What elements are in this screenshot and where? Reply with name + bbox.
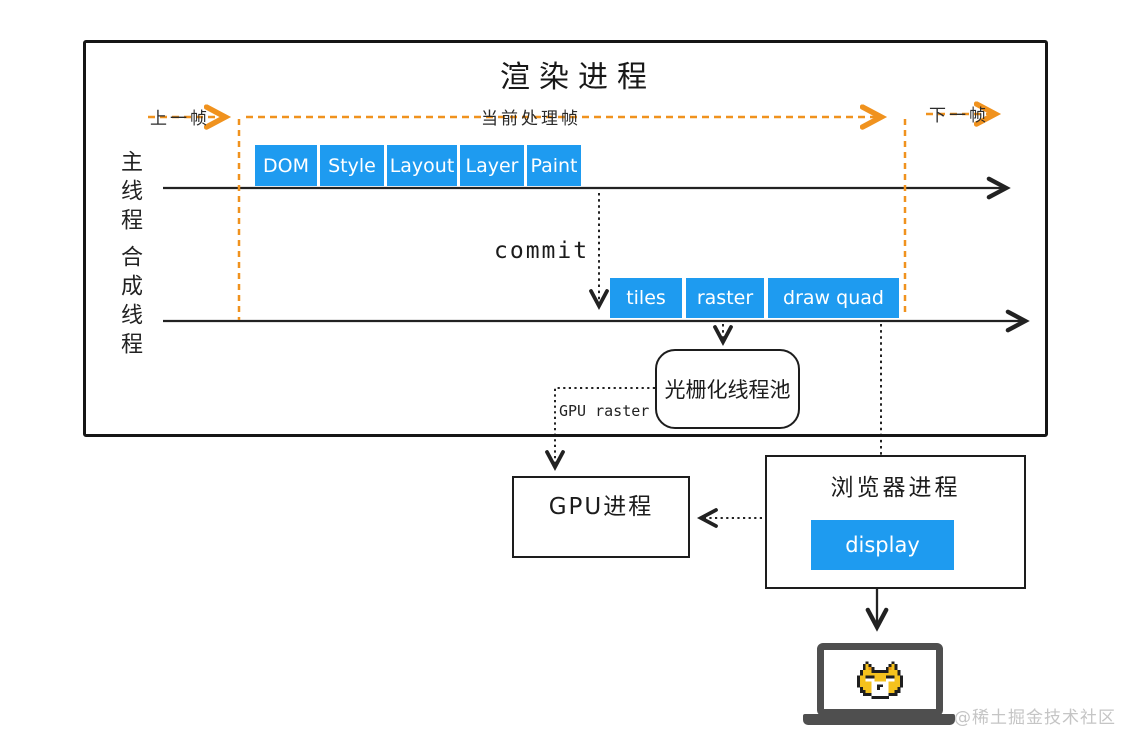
stage-layer: Layer (460, 145, 524, 186)
gpu-process-box: GPU进程 (512, 476, 690, 558)
stage-paint: Paint (527, 145, 581, 186)
stage-layout: Layout (387, 145, 457, 186)
prev-frame-label: 上一帧 (150, 109, 210, 129)
stage-draw-quad: draw quad (768, 278, 899, 318)
gpu-raster-label: GPU raster (559, 402, 650, 420)
render-process-box (83, 40, 1048, 437)
next-frame-label: 下一帧 (929, 106, 989, 126)
laptop-base (803, 714, 955, 725)
commit-label: commit (494, 238, 590, 264)
stage-style: Style (320, 145, 384, 186)
browser-process-box: 浏览器进程 display (765, 455, 1026, 589)
main-thread-label: 主线程 (117, 150, 142, 237)
doge-face-icon (857, 660, 903, 699)
browser-process-title: 浏览器进程 (830, 475, 961, 501)
diagram-title: 渲染进程 (500, 60, 656, 95)
stage-raster: raster (686, 278, 764, 318)
raster-pool-label: 光栅化线程池 (664, 378, 791, 402)
compositor-thread-label: 合成线程 (117, 245, 142, 361)
watermark-text: @稀土掘金技术社区 (954, 708, 1116, 728)
stage-tiles: tiles (610, 278, 682, 318)
laptop-screen (817, 643, 943, 716)
gpu-process-label: GPU进程 (548, 494, 654, 520)
display-box: display (811, 520, 954, 570)
main-thread-stages: DOM Style Layout Layer Paint (255, 145, 581, 186)
raster-pool-box: 光栅化线程池 (655, 349, 800, 429)
compositor-thread-stages: tiles raster draw quad (610, 278, 899, 318)
stage-dom: DOM (255, 145, 317, 186)
current-frame-label: 当前处理帧 (481, 109, 581, 129)
